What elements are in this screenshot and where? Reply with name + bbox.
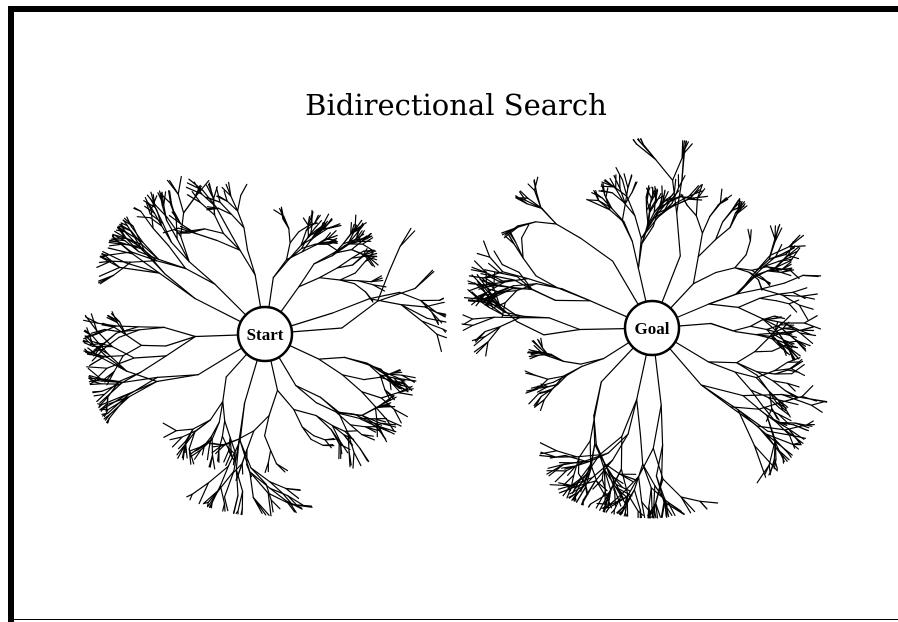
goal-node-label: Goal: [635, 319, 670, 338]
start-node: Start: [238, 307, 292, 361]
start-node-label: Start: [247, 325, 284, 344]
goal-node: Goal: [625, 301, 679, 355]
